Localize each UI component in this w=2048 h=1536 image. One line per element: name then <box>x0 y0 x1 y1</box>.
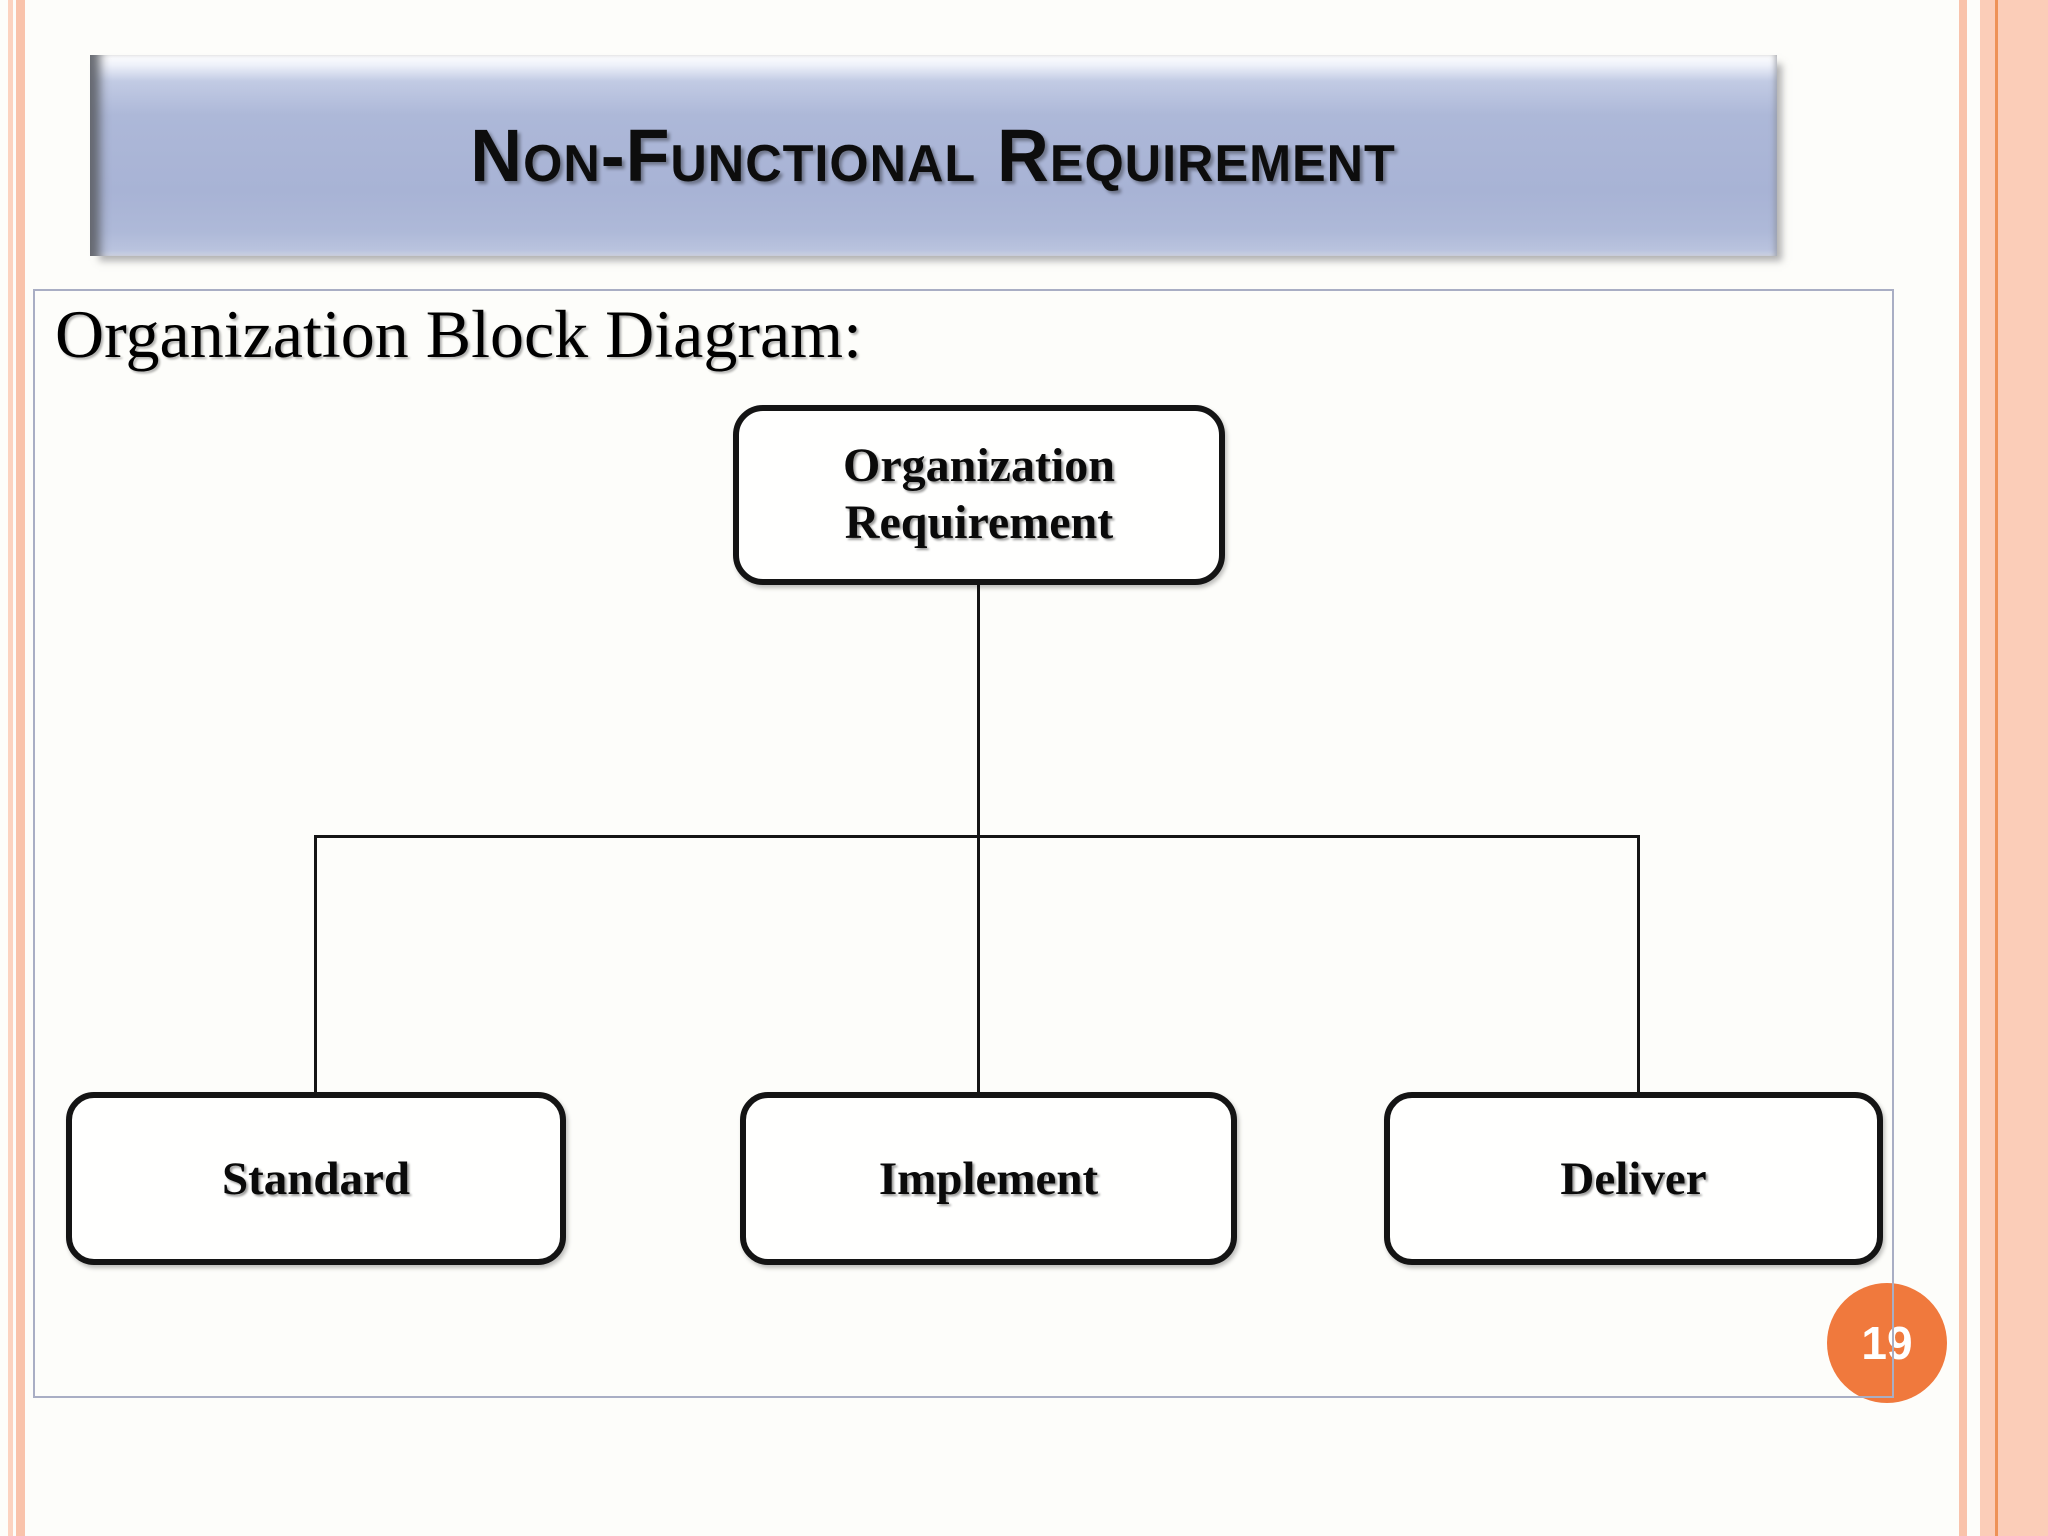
node-label: Deliver <box>1560 1152 1707 1205</box>
node-standard: Standard <box>66 1092 566 1265</box>
content-area: Organization Block Diagram: Organization… <box>33 289 1894 1398</box>
connector-drop-left <box>314 835 317 1092</box>
node-label-line: Organization <box>843 439 1115 493</box>
node-label-line: Requirement <box>844 496 1114 549</box>
connector-drop-right <box>1637 835 1640 1092</box>
right-band-accent-line <box>1995 0 1998 1536</box>
slide-title: Non-Functional Requirement <box>470 114 1397 197</box>
page-number: 19 <box>1861 1317 1913 1369</box>
right-stripe-band <box>1980 0 2048 1536</box>
node-implement: Implement <box>740 1092 1237 1265</box>
left-stripe-outer <box>8 0 13 1536</box>
connector-root-drop <box>977 585 980 835</box>
right-stripe-thin <box>1959 0 1967 1536</box>
page-number-badge: 19 <box>1827 1283 1947 1403</box>
diagram-heading: Organization Block Diagram: <box>55 296 862 372</box>
connector-drop-middle <box>977 835 980 1092</box>
title-bar: Non-Functional Requirement <box>90 55 1777 256</box>
node-label: Implement <box>878 1152 1099 1205</box>
left-stripe-inner <box>16 0 25 1536</box>
node-organization-requirement: Organization Requirement <box>733 405 1225 585</box>
node-deliver: Deliver <box>1384 1092 1883 1265</box>
node-label: Standard <box>221 1152 411 1205</box>
